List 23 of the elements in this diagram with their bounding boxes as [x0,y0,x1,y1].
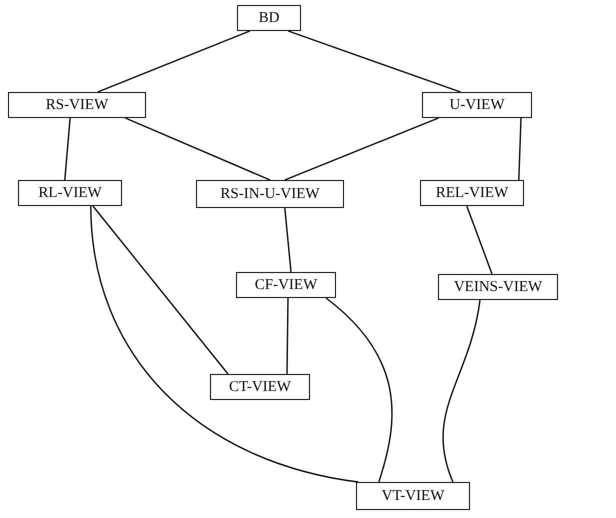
connector-line [97,30,250,93]
view-box: BD [237,5,301,31]
view-box: RL-VIEW [18,180,122,206]
connector-line [326,297,392,482]
view-box: CF-VIEW [236,272,336,298]
view-box: CT-VIEW [210,374,310,400]
view-box: VEINS-VIEW [438,274,558,300]
view-box: RS-VIEW [8,92,146,118]
view-box: VT-VIEW [356,482,470,510]
connector-line [442,300,481,482]
connector-line [466,206,493,274]
view-box: U-VIEW [422,92,532,118]
connector-line [92,206,229,374]
connector-line [64,118,71,180]
view-box: REL-VIEW [420,180,524,206]
connector-line [284,208,292,272]
connector-line [518,118,522,180]
connector-line [125,117,270,181]
connector-line [288,30,461,93]
view-box: RS-IN-U-VIEW [196,180,344,208]
connector-line [286,298,289,374]
connector-line [90,206,358,483]
connector-line [284,117,439,181]
